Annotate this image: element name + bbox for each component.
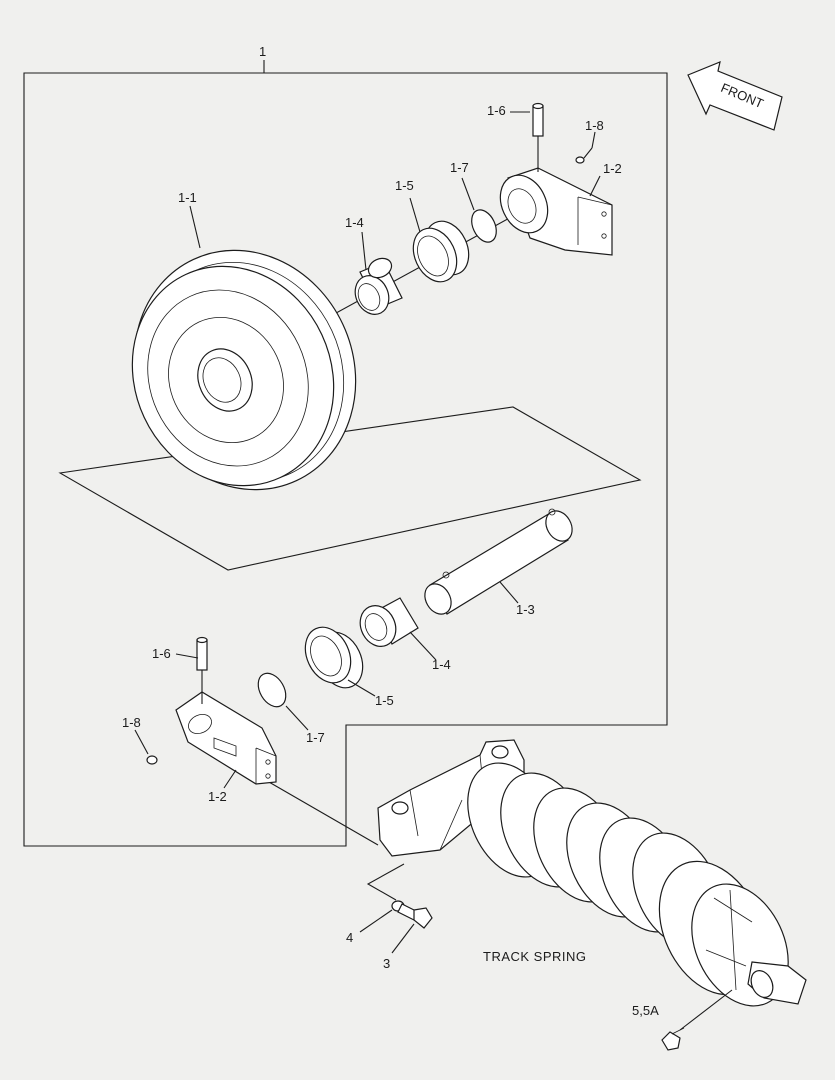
track-spring xyxy=(377,739,807,1007)
label-grease-fitting: 5,5A xyxy=(632,1003,659,1018)
label-seal-bottom: 1-5 xyxy=(375,693,394,708)
plug-bottom xyxy=(146,755,158,765)
label-bushing-top: 1-4 xyxy=(345,215,364,230)
idler-wheel xyxy=(131,249,357,491)
label-assembly: 1 xyxy=(259,44,266,59)
plug-top xyxy=(575,147,593,164)
bracket-top xyxy=(499,167,613,256)
label-plug-top: 1-8 xyxy=(585,118,604,133)
oring-bottom xyxy=(257,672,287,708)
label-pin-top: 1-6 xyxy=(487,103,506,118)
label-bolt: 3 xyxy=(383,956,390,971)
label-bushing-bottom: 1-4 xyxy=(432,657,451,672)
bushing-bottom xyxy=(359,597,419,647)
label-seal-top: 1-5 xyxy=(395,178,414,193)
label-track-spring: TRACK SPRING xyxy=(483,949,587,964)
shaft xyxy=(424,508,573,615)
front-arrow xyxy=(687,61,783,131)
label-oring-bottom: 1-7 xyxy=(306,730,325,745)
label-bracket-top: 1-2 xyxy=(603,161,622,176)
label-pin-bottom: 1-6 xyxy=(152,646,171,661)
bracket-bottom xyxy=(175,691,277,785)
oring-top xyxy=(471,209,497,243)
label-oring-top: 1-7 xyxy=(450,160,469,175)
label-shaft: 1-3 xyxy=(516,602,535,617)
shaft-plane xyxy=(58,406,642,571)
assembly-frame xyxy=(23,72,668,847)
bolt-and-washer xyxy=(391,900,433,929)
label-bracket-bottom: 1-2 xyxy=(208,789,227,804)
seal-top xyxy=(412,220,470,283)
bushing-top xyxy=(354,257,403,315)
seal-bottom xyxy=(304,626,364,689)
pin-bottom xyxy=(196,636,208,704)
label-plug-bottom: 1-8 xyxy=(122,715,141,730)
pin-top xyxy=(532,102,544,172)
leader-lines xyxy=(134,111,733,1031)
grease-fitting xyxy=(661,1027,685,1051)
label-washer: 4 xyxy=(346,930,353,945)
label-idler-wheel: 1-1 xyxy=(178,190,197,205)
